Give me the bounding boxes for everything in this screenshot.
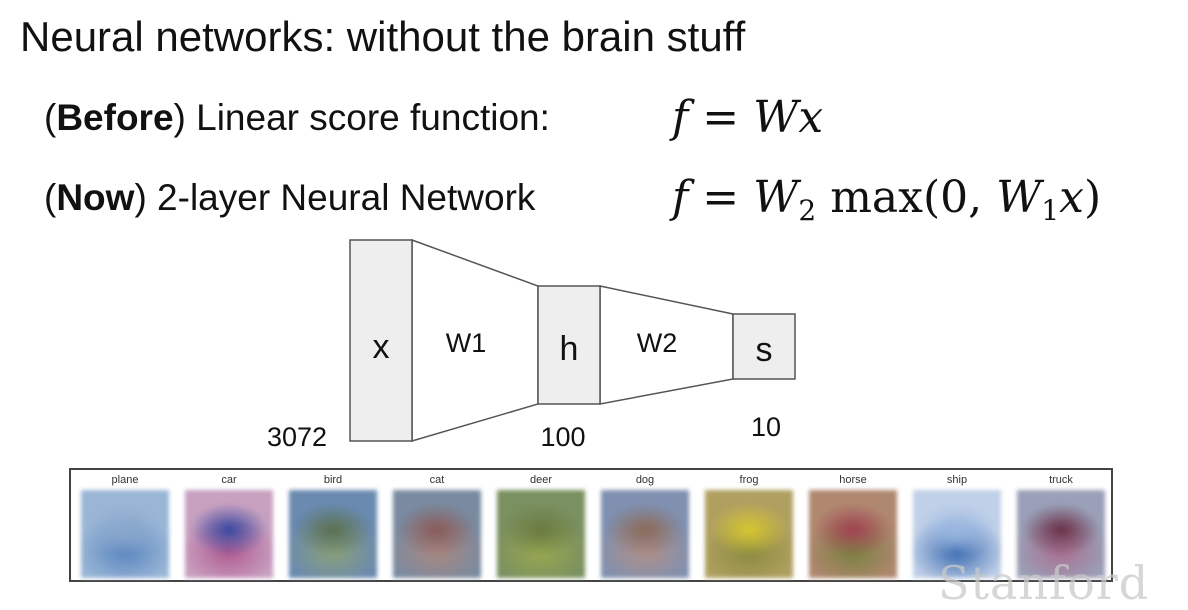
template-image xyxy=(809,490,897,578)
class-name-label: deer xyxy=(529,474,553,486)
before-line: (Before) Linear score function: xyxy=(44,97,550,138)
hidden-size-label: 100 xyxy=(540,422,585,452)
now-bold: Now xyxy=(56,177,135,218)
template-image xyxy=(705,490,793,578)
before-text: ) Linear score function: xyxy=(173,97,550,138)
class-name-label: cat xyxy=(429,474,445,486)
class-template-horse: horse xyxy=(803,470,903,582)
class-name-label: horse xyxy=(839,474,867,486)
output-layer-box xyxy=(732,313,796,380)
slide-title: Neural networks: without the brain stuff xyxy=(20,13,746,60)
now-line: (Now) 2-layer Neural Network xyxy=(44,177,536,218)
class-template-cat: cat xyxy=(387,470,487,582)
class-name-label: ship xyxy=(946,474,968,486)
template-image xyxy=(497,490,585,578)
class-template-truck: truck xyxy=(1011,470,1111,582)
class-template-car: car xyxy=(179,470,279,582)
linear-formula: f = Wx xyxy=(672,92,824,143)
class-name-label: truck xyxy=(1049,474,1073,486)
class-template-strip: plane car bird cat deer dog frog horse ship truck xyxy=(69,468,1113,582)
stanford-watermark: Stanford xyxy=(938,556,1150,610)
nn-formula: f = W2 max(0, W1x) xyxy=(672,172,1102,227)
class-template-ship: ship xyxy=(907,470,1007,582)
class-name-label: frog xyxy=(739,474,759,486)
input-node-label: x xyxy=(373,328,390,366)
class-template-frog: frog xyxy=(699,470,799,582)
output-node-label: s xyxy=(756,331,773,369)
template-image xyxy=(185,490,273,578)
class-name-label: car xyxy=(221,474,237,486)
before-bold: Before xyxy=(56,97,174,138)
template-image xyxy=(913,490,1001,578)
class-template-dog: dog xyxy=(595,470,695,582)
template-image xyxy=(81,490,169,578)
class-name-label: dog xyxy=(635,474,655,486)
template-image xyxy=(289,490,377,578)
template-image xyxy=(393,490,481,578)
template-image xyxy=(601,490,689,578)
w2-label: W2 xyxy=(637,328,678,358)
class-name-label: bird xyxy=(323,474,343,486)
output-size-label: 10 xyxy=(751,412,781,442)
class-template-deer: deer xyxy=(491,470,591,582)
template-image xyxy=(1017,490,1105,578)
w1-label: W1 xyxy=(446,328,487,358)
class-name-label: plane xyxy=(111,474,139,486)
class-template-bird: bird xyxy=(283,470,383,582)
input-layer-box xyxy=(349,239,413,442)
now-text: ) 2-layer Neural Network xyxy=(134,177,536,218)
hidden-layer-box xyxy=(537,285,601,405)
input-size-label: 3072 xyxy=(267,422,327,452)
class-template-plane: plane xyxy=(75,470,175,582)
hidden-node-label: h xyxy=(560,330,579,368)
